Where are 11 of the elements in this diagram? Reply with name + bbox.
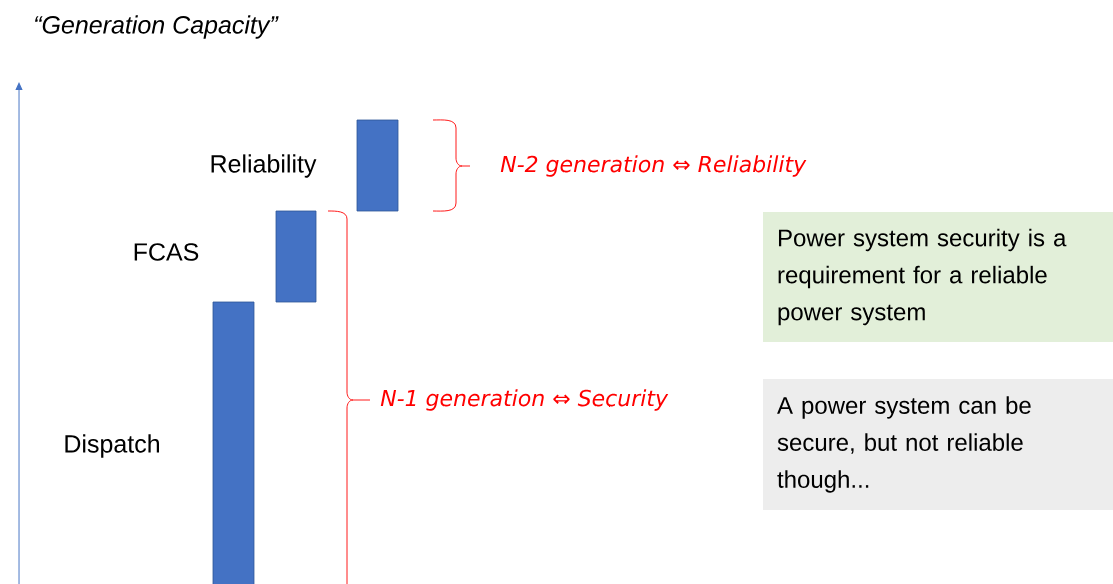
bar	[212, 301, 255, 584]
note-box: Power system security is a requirement for a reliable power system	[763, 212, 1113, 342]
bar	[275, 210, 317, 303]
axis-title: “Generation Capacity”	[35, 15, 279, 39]
bar-label: Reliability	[211, 154, 317, 178]
note-box: A power system can be secure, but not reliable though...	[763, 379, 1113, 510]
brace-label: N-2 generation ⇔ Reliability	[500, 155, 807, 177]
bar	[356, 119, 399, 212]
bar-label: FCAS	[134, 243, 199, 261]
bar-label: Dispatch	[65, 434, 159, 458]
brace-label: N-1 generation ⇔ Security	[380, 389, 669, 411]
